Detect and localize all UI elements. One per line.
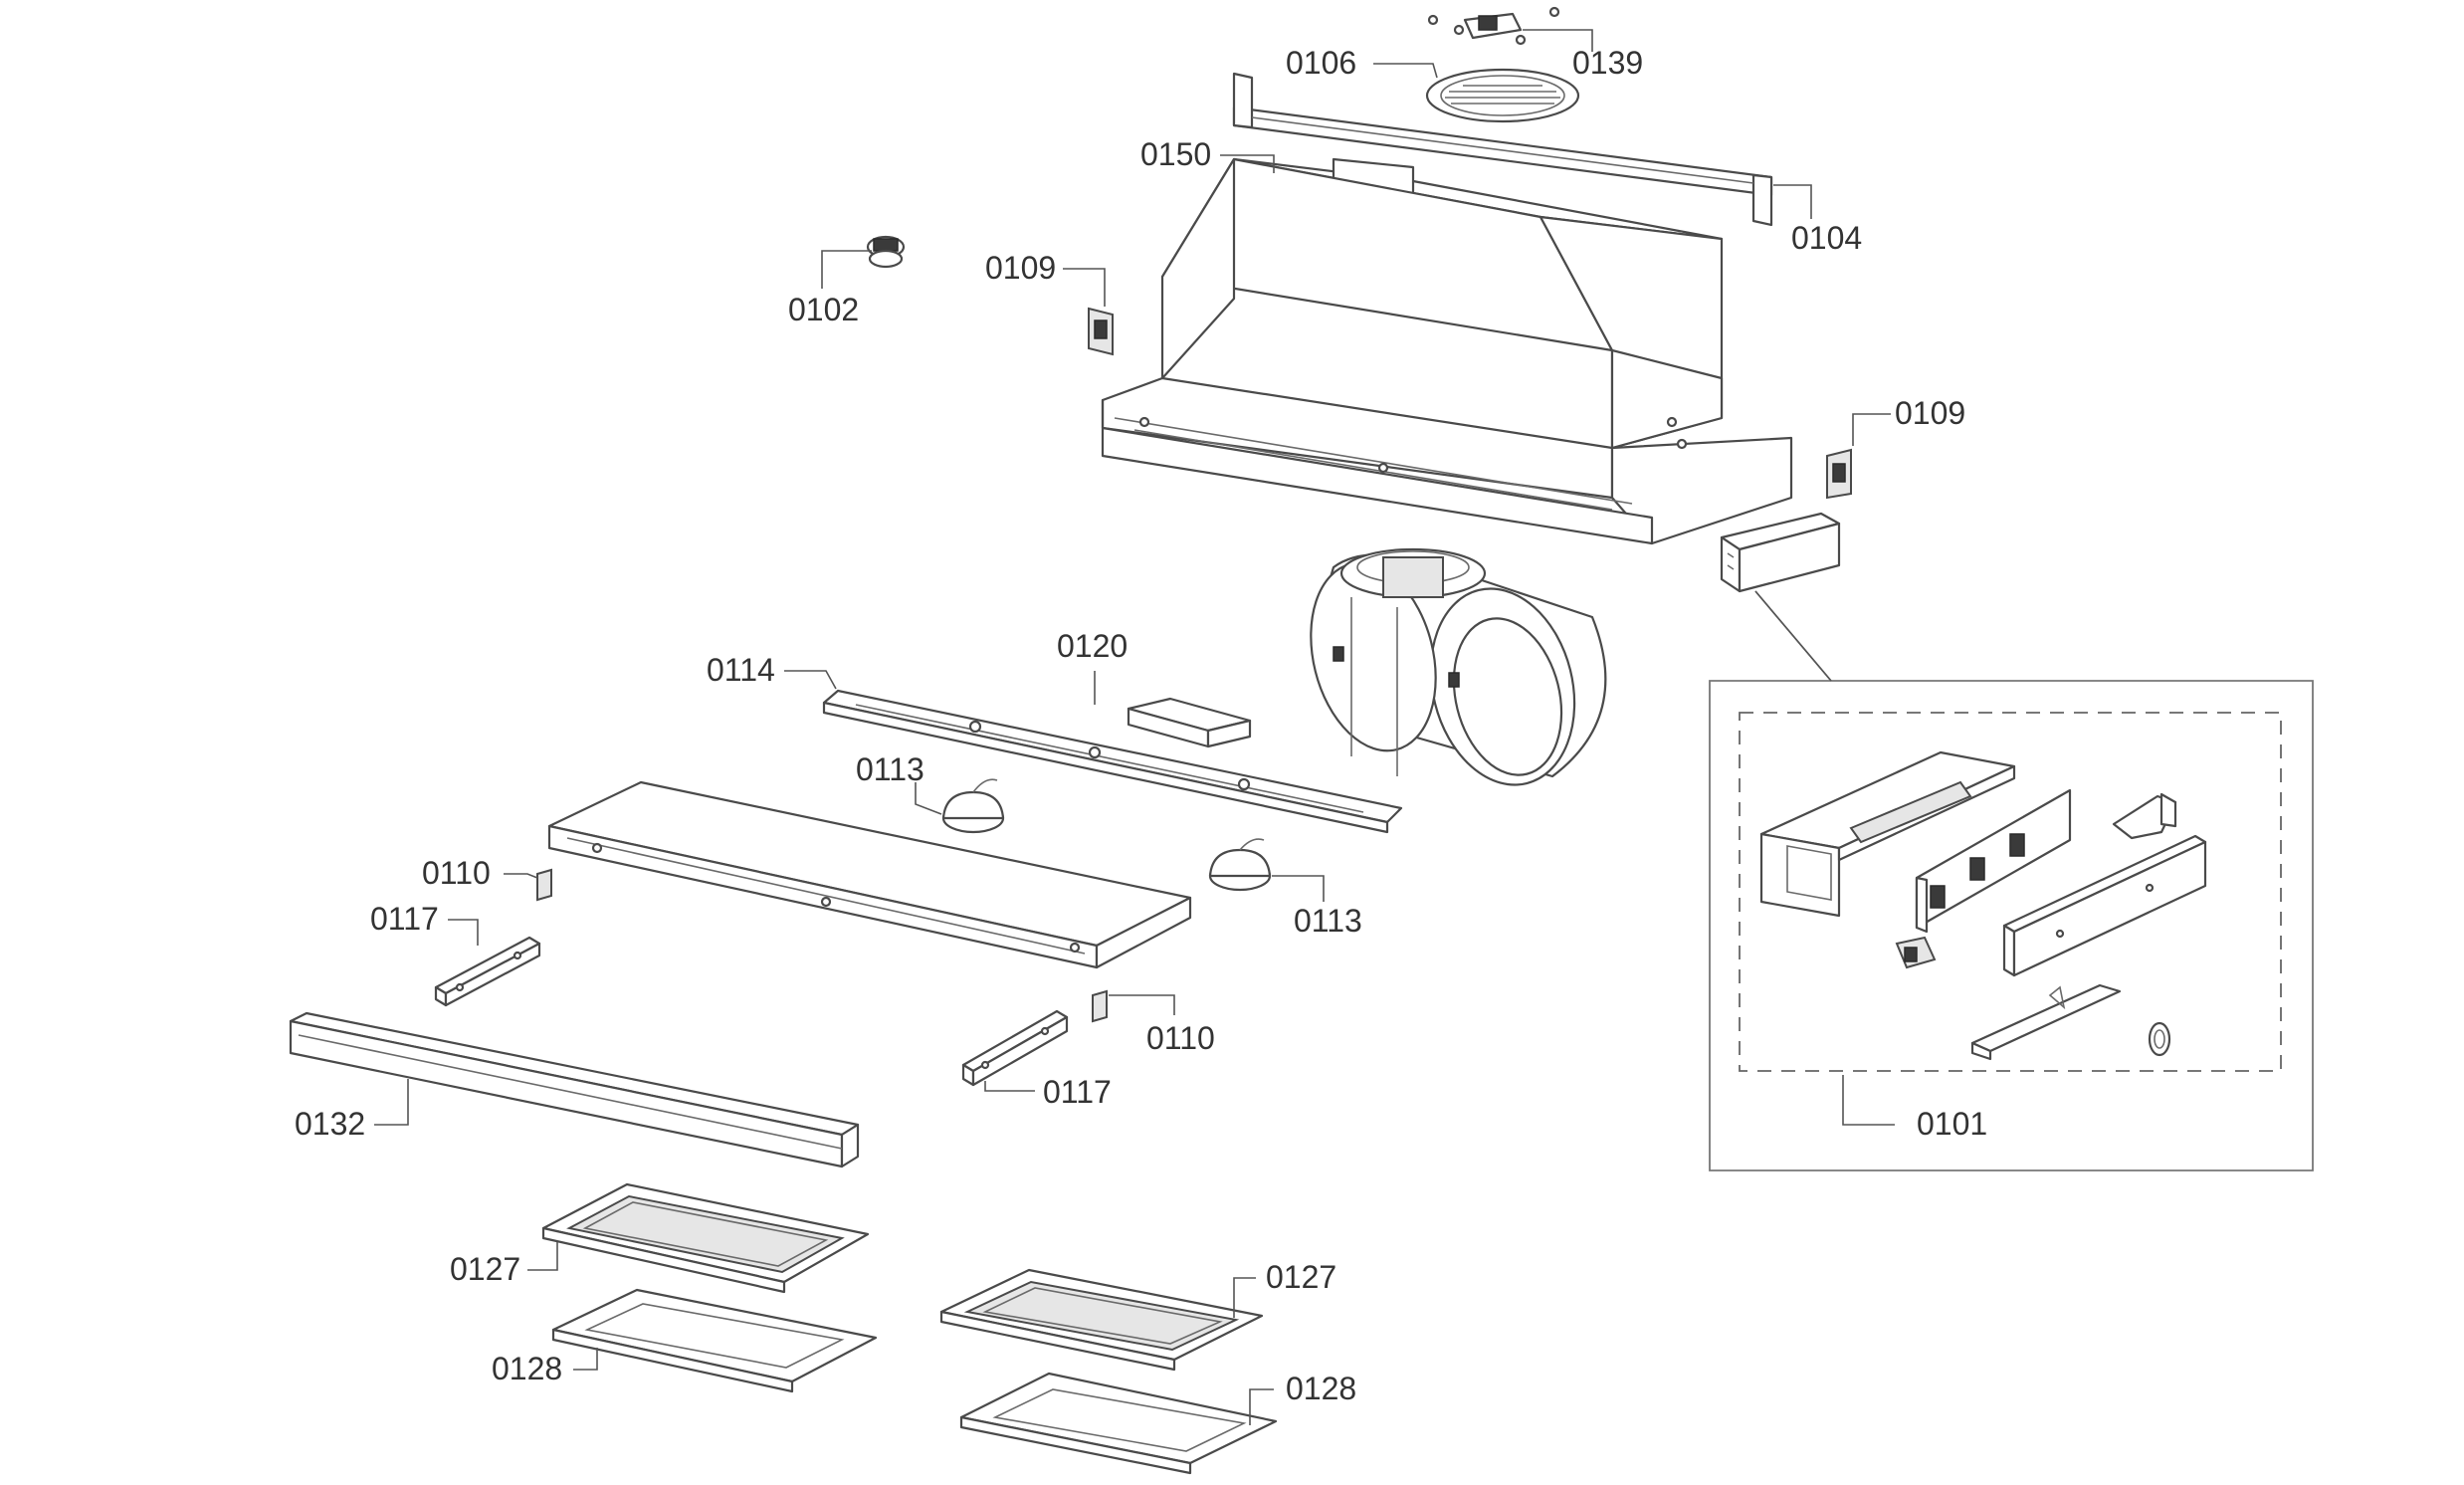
label-0101: 0101 [1917, 1106, 1987, 1142]
label-0113-upper: 0113 [856, 751, 924, 787]
part-0101-kit-box[interactable] [1709, 680, 2314, 1171]
part-0127-filter-right[interactable] [939, 1268, 1264, 1372]
label-0109-right: 0109 [1895, 395, 1965, 431]
part-light-panel[interactable] [547, 780, 1192, 969]
part-control-box[interactable] [1720, 512, 1841, 593]
label-0113-lower: 0113 [1294, 903, 1362, 939]
part-0110-clip-left[interactable] [536, 868, 552, 902]
part-0117-slide-right[interactable] [961, 1009, 1069, 1087]
label-0117-right: 0117 [1043, 1074, 1112, 1110]
label-0120: 0120 [1057, 628, 1128, 664]
label-0127-left: 0127 [450, 1251, 520, 1287]
label-0106: 0106 [1286, 45, 1356, 81]
label-0139: 0139 [1572, 45, 1643, 81]
part-0128-frame-right[interactable] [959, 1372, 1278, 1475]
label-0132: 0132 [295, 1106, 365, 1142]
part-0120-module[interactable] [1127, 697, 1252, 748]
label-0127-right: 0127 [1266, 1259, 1336, 1295]
part-0127-filter-left[interactable] [541, 1182, 870, 1294]
part-0128-frame-left[interactable] [551, 1288, 878, 1393]
label-0109-left: 0109 [985, 250, 1056, 286]
part-0109-clip-left[interactable] [1088, 307, 1114, 356]
part-0117-slide-left[interactable] [434, 936, 541, 1007]
part-0110-clip-right[interactable] [1092, 989, 1108, 1023]
part-0150-housing[interactable] [1101, 157, 1793, 545]
part-0132-trim[interactable] [289, 1011, 860, 1168]
label-0104: 0104 [1791, 220, 1862, 256]
part-0109-clip-right[interactable] [1826, 448, 1852, 500]
part-0114-rail[interactable] [822, 689, 1403, 834]
part-0104-bracket[interactable] [1232, 72, 1773, 227]
part-fan-motor[interactable] [1293, 547, 1607, 800]
part-0102-capacitor[interactable] [866, 235, 906, 269]
part-0113-lamp-lower[interactable] [1208, 838, 1272, 892]
part-0113-lamp-upper[interactable] [941, 778, 1005, 834]
label-0114: 0114 [707, 652, 775, 688]
label-0150: 0150 [1140, 136, 1211, 172]
label-0102: 0102 [788, 292, 859, 327]
label-0128-left: 0128 [492, 1351, 562, 1386]
part-0106-grille[interactable] [1425, 68, 1580, 123]
label-0128-right: 0128 [1286, 1371, 1356, 1406]
label-0117-left: 0117 [370, 901, 439, 937]
label-0110-right: 0110 [1146, 1020, 1215, 1056]
label-0110-left: 0110 [422, 855, 491, 891]
part-0139-switch[interactable] [1427, 6, 1560, 46]
